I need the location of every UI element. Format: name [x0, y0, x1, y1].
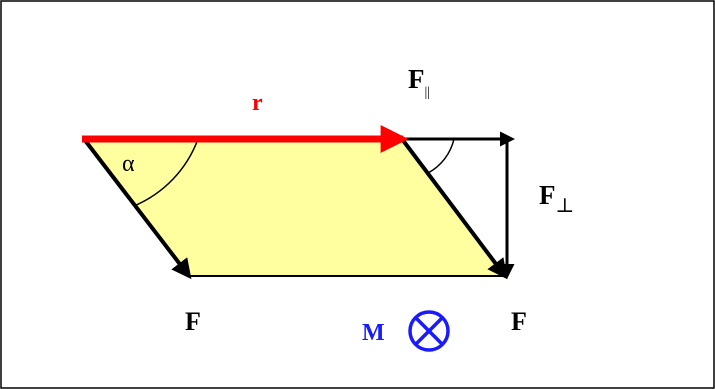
alpha-arc	[133, 138, 199, 207]
r-label: r	[252, 90, 263, 116]
parallelogram-fill	[84, 139, 505, 276]
f-right-label: F	[511, 307, 527, 336]
f-left-label: F	[185, 307, 201, 336]
force-vector-left	[82, 137, 192, 280]
circle-times-icon	[408, 310, 450, 352]
right-angle-arc	[427, 138, 455, 174]
m-label: M	[362, 320, 385, 346]
force-vector-right	[400, 137, 508, 280]
f-perpendicular-label: F⊥	[539, 180, 574, 217]
alpha-label: α	[122, 151, 135, 177]
f-parallel-label: F||	[408, 64, 430, 100]
